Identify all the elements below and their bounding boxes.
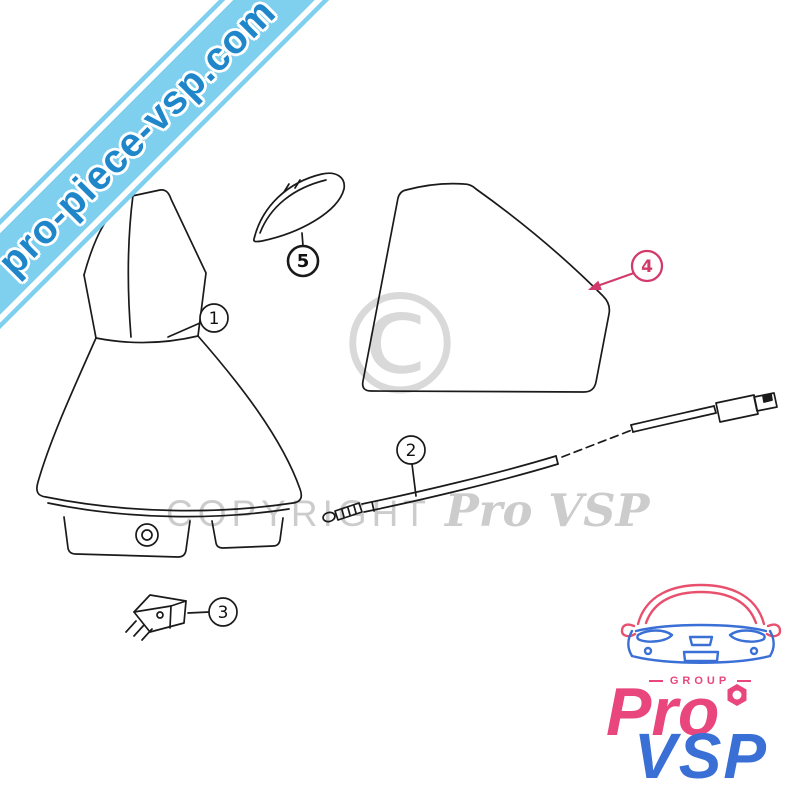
part-5-outline bbox=[252, 172, 346, 243]
car-roof-pink bbox=[620, 583, 782, 638]
cable-tube-endcap bbox=[555, 455, 559, 465]
callout-1: 1 bbox=[167, 303, 229, 338]
part-3-hatch-2 bbox=[133, 624, 145, 637]
part-1-bottom-band bbox=[47, 502, 290, 518]
callout-1-leader bbox=[167, 322, 201, 338]
car-body-blue bbox=[627, 623, 775, 664]
part-1-hole-outer bbox=[135, 523, 159, 547]
group-dash-right bbox=[737, 680, 752, 682]
callout-4-arrow-line bbox=[599, 272, 635, 286]
part-2-cable bbox=[322, 392, 778, 523]
part-1-crease-line bbox=[127, 194, 134, 338]
part-1-hole-inner bbox=[141, 529, 153, 541]
part-1-left-tab bbox=[63, 516, 191, 558]
part-3-pin bbox=[156, 611, 164, 619]
logo-car-icon bbox=[620, 583, 782, 664]
cable-thread-2 bbox=[347, 507, 351, 516]
provsp-logo: GROUP Pro VSP bbox=[606, 578, 798, 790]
cable-right-cap-right bbox=[713, 405, 717, 414]
cable-tube-top bbox=[361, 455, 557, 505]
callout-5: 5 bbox=[286, 232, 320, 278]
part-3-outline bbox=[133, 594, 187, 633]
cable-plug-body bbox=[715, 394, 759, 423]
logo-vsp-text: VSP bbox=[634, 720, 769, 792]
part-1-waist-seam bbox=[95, 335, 199, 344]
part-5-rim-line bbox=[259, 179, 327, 234]
callout-3-circle bbox=[208, 597, 238, 627]
callout-4-circle bbox=[630, 249, 664, 283]
logo-group-row: GROUP bbox=[630, 675, 770, 687]
callout-2: 2 bbox=[396, 435, 426, 497]
callout-3: 3 bbox=[187, 597, 238, 627]
part-4-side-panel bbox=[361, 182, 611, 393]
cable-thread-3 bbox=[353, 505, 357, 514]
callout-2-leader bbox=[411, 463, 417, 497]
cable-tube-bottom bbox=[363, 463, 559, 513]
callout-4-arrowhead bbox=[588, 280, 602, 290]
cable-plug-latch bbox=[762, 393, 773, 403]
part-3-inner-edge bbox=[169, 605, 172, 629]
part-3-hatch-3 bbox=[141, 628, 153, 641]
cable-right-tube-top bbox=[630, 405, 715, 426]
logo-nut-icon bbox=[727, 684, 747, 706]
callout-2-number: 2 bbox=[406, 441, 417, 461]
part-1-front-panel bbox=[36, 189, 303, 558]
callout-5-circle bbox=[286, 244, 320, 278]
part-1-skirt-outline bbox=[36, 335, 303, 512]
callout-1-circle bbox=[199, 303, 229, 333]
cable-eyelet bbox=[322, 511, 336, 523]
callout-3-leader bbox=[187, 611, 210, 614]
part-1-left-edge bbox=[83, 274, 97, 339]
callout-2-circle bbox=[396, 435, 426, 465]
logo-group-label: GROUP bbox=[669, 675, 731, 687]
cable-right-cap-left bbox=[630, 424, 634, 433]
watermark-brand-text: Pro VSP bbox=[444, 484, 650, 537]
callout-5-number: 5 bbox=[297, 251, 310, 272]
part-1-right-tab bbox=[211, 517, 284, 549]
part-5-tick-2 bbox=[294, 179, 301, 189]
cable-right-tube-bottom bbox=[632, 412, 717, 433]
cable-adjuster bbox=[334, 502, 363, 521]
callout-5-leader bbox=[301, 232, 304, 247]
part-5-cap bbox=[252, 172, 346, 243]
logo-pro-text: Pro bbox=[606, 674, 720, 750]
callout-4-number: 4 bbox=[641, 257, 653, 277]
part-5-tick-1 bbox=[283, 183, 290, 193]
part-4-outline bbox=[361, 182, 611, 393]
part-3-hatch-1 bbox=[125, 620, 137, 633]
part-3-latch bbox=[125, 594, 187, 641]
cable-fitting-tick bbox=[371, 501, 375, 512]
callout-3-number: 3 bbox=[218, 603, 229, 623]
big-copyright-symbol: © bbox=[330, 265, 470, 428]
cable-thread-1 bbox=[341, 509, 345, 518]
callout-4: 4 bbox=[588, 249, 664, 290]
group-dash-left bbox=[648, 680, 663, 682]
part-1-top-outline bbox=[83, 189, 207, 337]
cable-dashed-segment bbox=[561, 429, 633, 458]
callout-1-number: 1 bbox=[209, 309, 220, 329]
